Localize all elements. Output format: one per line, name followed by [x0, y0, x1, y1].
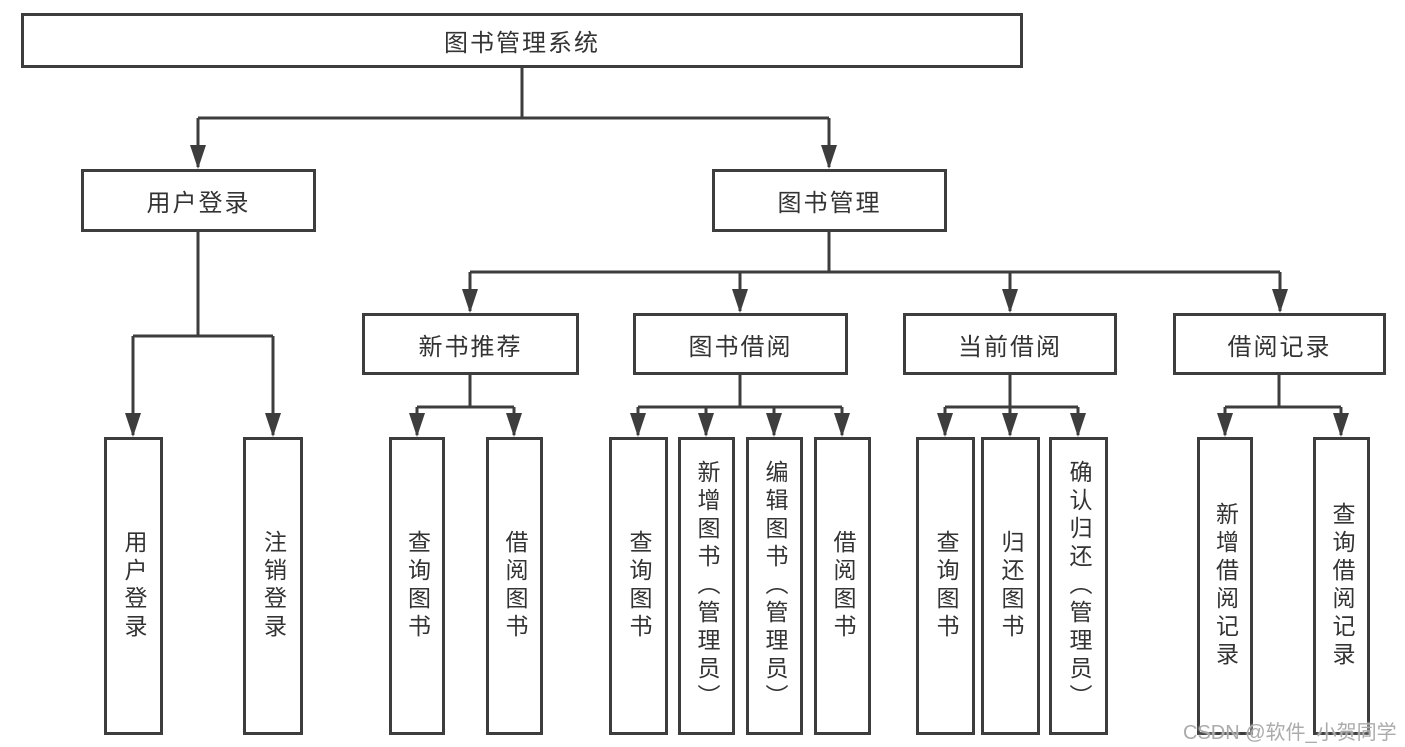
- leaf-confirm-return-admin: 确认归还（管理员）: [1049, 437, 1108, 735]
- leaf-logout: 注销登录: [243, 437, 303, 735]
- leaf-add-borrow-record: 新增借阅记录: [1197, 437, 1253, 735]
- connector-user-login: [131, 232, 275, 435]
- leaf-add-books-admin: 新增图书（管理员）: [678, 437, 735, 735]
- leaf-borrow-books-borrowing: 借阅图书: [814, 437, 871, 735]
- leaf-return-books: 归还图书: [981, 437, 1040, 735]
- node-current-borrowing: 当前借阅: [903, 313, 1117, 375]
- connector-new-book-recommend: [415, 375, 516, 435]
- arrowheads: [125, 145, 1349, 437]
- leaf-borrow-books-recommend: 借阅图书: [486, 437, 543, 735]
- node-user-login: 用户登录: [81, 169, 316, 232]
- connector-book-management: [468, 232, 1282, 311]
- node-root: 图书管理系统: [21, 13, 1023, 68]
- node-new-book-recommend: 新书推荐: [362, 313, 579, 375]
- node-book-borrowing: 图书借阅: [633, 313, 848, 375]
- connector-book-borrowing: [636, 375, 844, 435]
- leaf-query-books-borrowing: 查询图书: [609, 437, 668, 735]
- node-book-management: 图书管理: [712, 169, 947, 232]
- leaf-query-books-recommend: 查询图书: [389, 437, 445, 735]
- leaf-user-login: 用户登录: [104, 437, 163, 735]
- leaf-query-borrow-record: 查询借阅记录: [1313, 437, 1370, 735]
- watermark: CSDN @软件_小贺同学: [1183, 722, 1397, 744]
- leaf-query-books-current: 查询图书: [916, 437, 975, 735]
- connector-borrowing-records: [1223, 375, 1343, 435]
- node-borrowing-records: 借阅记录: [1173, 313, 1386, 375]
- connector-root: [196, 68, 831, 167]
- leaf-edit-books-admin: 编辑图书（管理员）: [746, 437, 803, 735]
